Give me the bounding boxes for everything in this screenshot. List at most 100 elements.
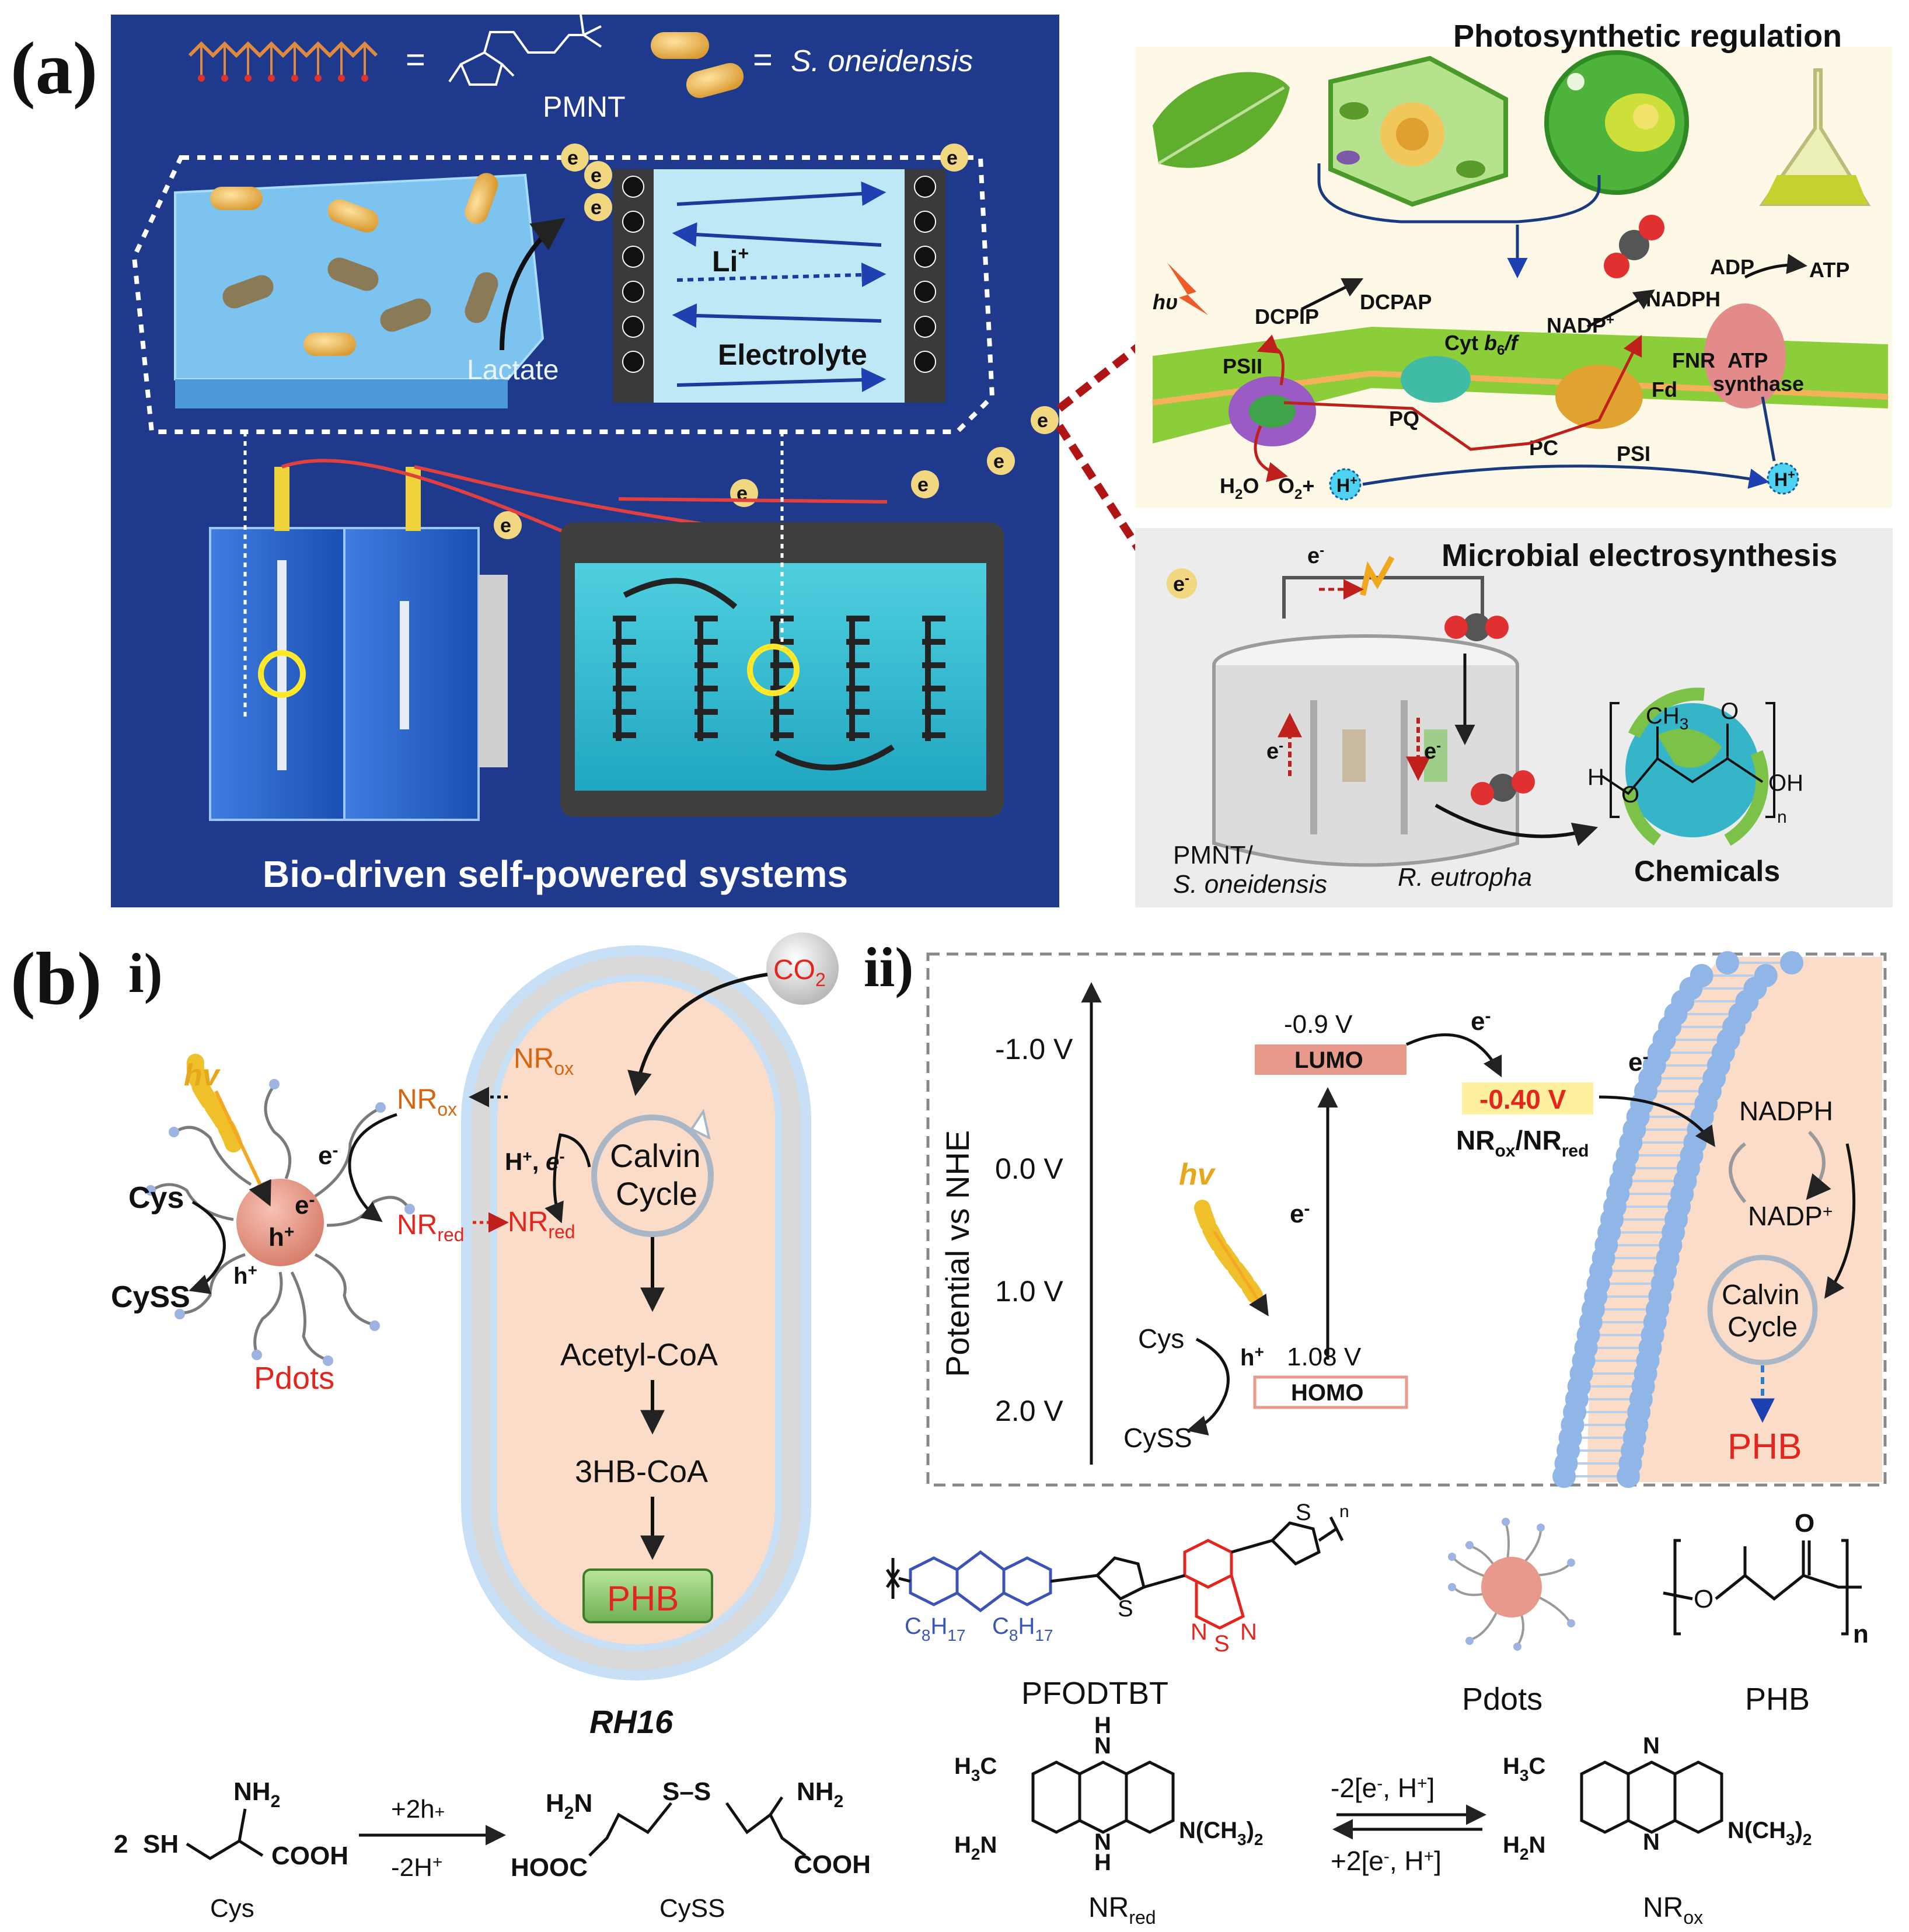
calvin-label-2: Cycle xyxy=(616,1175,697,1212)
svg-text:NRred: NRred xyxy=(1088,1892,1156,1928)
atp-label: ATP xyxy=(1809,258,1849,282)
lactate-label: Lactate xyxy=(467,355,559,386)
h-plus-pdot: h+ xyxy=(268,1222,294,1252)
panel-b-label: (b) xyxy=(11,937,102,1020)
pdots-structure-icon xyxy=(1448,1518,1575,1651)
co2-molecule-me-1 xyxy=(1444,613,1509,641)
wire-red xyxy=(281,459,924,560)
bioreactor-tanks xyxy=(209,467,508,821)
psii-label: PSII xyxy=(1223,354,1262,378)
svg-text:C8H17: C8H17 xyxy=(992,1613,1053,1644)
cys-reaction: 2 SH NH2 COOH Cys +2h+ -2H+ H2N HOOC S–S… xyxy=(114,1777,871,1923)
calvin-ii-label-1: Calvin xyxy=(1722,1280,1799,1311)
phb-ii: PHB xyxy=(1727,1427,1802,1467)
svg-text:e: e xyxy=(500,515,511,537)
svg-text:S: S xyxy=(1296,1500,1311,1525)
co2-to-calvin-arrow xyxy=(627,973,768,1096)
svg-text:NRox: NRox xyxy=(1643,1892,1703,1928)
panel-b-i-label: i) xyxy=(128,942,163,1004)
svg-text:S: S xyxy=(1214,1631,1230,1657)
chemicals-label: Chemicals xyxy=(1634,855,1780,888)
calvin-ii-label-2: Cycle xyxy=(1727,1312,1798,1343)
panel-b-ii-label: ii) xyxy=(864,936,913,998)
svg-text:O: O xyxy=(1621,782,1639,808)
lipid-head xyxy=(1780,951,1803,974)
phb-structure-a: H O CH3 O OH n xyxy=(1587,698,1803,827)
nadp-plus-label: NADP+ xyxy=(1547,312,1614,337)
bio-driven-title: Bio-driven self-powered systems xyxy=(263,853,848,895)
svg-text:e-: e- xyxy=(1424,738,1441,764)
svg-text:n: n xyxy=(1339,1502,1349,1521)
svg-text:N(CH3)2: N(CH3)2 xyxy=(1179,1818,1263,1849)
e-minus-nr: e- xyxy=(318,1141,338,1170)
cyss-energy: CySS xyxy=(1123,1423,1192,1453)
svg-text:e-: e- xyxy=(1173,571,1189,596)
homo-value: 1.08 V xyxy=(1287,1343,1362,1371)
svg-text:HOOC: HOOC xyxy=(511,1853,588,1882)
lactate-arrow xyxy=(500,218,566,351)
svg-text:H: H xyxy=(1587,764,1604,790)
rh16-label: RH16 xyxy=(589,1703,673,1740)
svg-text:e: e xyxy=(591,165,602,187)
svg-text:CH3: CH3 xyxy=(1646,703,1688,733)
svg-text:SH: SH xyxy=(143,1830,179,1858)
svg-text:NH2: NH2 xyxy=(797,1777,843,1811)
svg-text:Cys: Cys xyxy=(210,1894,254,1923)
hv-arrow-energy xyxy=(1212,1230,1269,1316)
fnr-label: FNR xyxy=(1672,348,1715,372)
plant-cell-icon xyxy=(1328,55,1508,207)
svg-text:COOH: COOH xyxy=(271,1842,348,1870)
svg-text:e: e xyxy=(591,197,602,219)
lumo-box xyxy=(1255,1044,1407,1075)
svg-text:2: 2 xyxy=(114,1830,128,1858)
pmnt-polymer-legend xyxy=(188,41,378,82)
lipid-head xyxy=(1552,1465,1576,1488)
pmnt-structure-icon xyxy=(448,14,602,86)
svg-text:S: S xyxy=(1118,1596,1133,1622)
svg-text:e: e xyxy=(947,147,958,169)
atp-synthase-label-1: ATP xyxy=(1727,348,1768,372)
e-minus-pdot: e- xyxy=(295,1190,315,1220)
lumo-to-nr-arrow xyxy=(1405,1033,1502,1078)
fd-label: Fd xyxy=(1652,378,1677,401)
nadph-label: NADPH xyxy=(1646,287,1720,311)
r-eutropha-label: R. eutropha xyxy=(1398,863,1532,892)
svg-text:NH2: NH2 xyxy=(233,1777,280,1811)
electron-marker-me: e- xyxy=(1167,568,1197,599)
nadp-cycle-right xyxy=(1806,1130,1831,1200)
homo-box xyxy=(1253,1375,1408,1409)
co2-bubble: CO2 xyxy=(766,932,839,1005)
nr-red-outside: NRred xyxy=(397,1210,465,1245)
anode-compartment xyxy=(174,173,545,408)
nr-red-inside: NRred xyxy=(508,1207,575,1242)
svg-text:CySS: CySS xyxy=(659,1894,725,1923)
svg-text:N: N xyxy=(1191,1619,1207,1645)
svg-text:H2N: H2N xyxy=(1503,1832,1545,1863)
svg-text:OH: OH xyxy=(1768,770,1803,796)
svg-text:N: N xyxy=(1240,1619,1257,1645)
svg-text:N: N xyxy=(1094,1733,1111,1759)
svg-text:O: O xyxy=(1720,698,1739,724)
svg-text:N: N xyxy=(1094,1829,1111,1855)
h-plus-cys: h+ xyxy=(233,1261,257,1289)
e-lumo: e- xyxy=(1471,1007,1491,1036)
nr-reduction-arrow xyxy=(348,1113,397,1222)
hv-photo: hυ xyxy=(1153,290,1178,314)
cells-merge-arrow xyxy=(1317,163,1601,223)
svg-text:H: H xyxy=(1094,1850,1111,1875)
lipid-head xyxy=(1716,951,1739,974)
svg-text:n: n xyxy=(1853,1620,1869,1648)
nr-reaction: H3C H2N N H N H N(CH3)2 NRred -2[e-, H+]… xyxy=(954,1713,1812,1928)
pdots-particle xyxy=(145,1053,415,1366)
electrochemical-cell xyxy=(1212,556,1599,867)
nr-pair-label: NRox/NRred xyxy=(1456,1125,1589,1161)
o2-label: O2+ xyxy=(1278,474,1314,502)
bacteria-equals: = xyxy=(753,41,773,79)
rh16-cell xyxy=(461,945,811,1681)
membrane-bilayer xyxy=(1552,951,1803,1488)
dcpip-label: DCPIP xyxy=(1255,305,1319,329)
potential-axis-label: Potential vs NHE xyxy=(939,1130,976,1377)
svg-text:+2[e-, H+]: +2[e-, H+] xyxy=(1331,1846,1442,1876)
svg-text:-2H+: -2H+ xyxy=(391,1853,442,1882)
svg-text:H2N: H2N xyxy=(546,1789,592,1823)
